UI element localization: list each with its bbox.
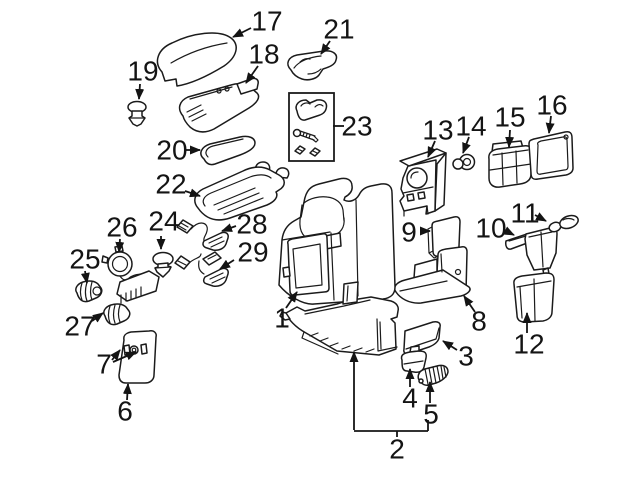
callout-arrow-6 xyxy=(122,383,132,401)
part-outlet-plug-25 xyxy=(75,280,103,303)
callout-number-28: 28 xyxy=(236,209,267,240)
callout-number-25: 25 xyxy=(69,244,100,275)
callout-number-19: 19 xyxy=(127,56,158,87)
part-console-body-1 xyxy=(278,177,396,305)
callout-arrow-16 xyxy=(545,115,555,134)
part-harness-28 xyxy=(176,219,229,251)
part-pocket-15 xyxy=(488,140,533,188)
callout-arrow-10 xyxy=(503,226,515,236)
callout-number-18: 18 xyxy=(248,39,279,70)
callout-arrow-21 xyxy=(320,40,331,55)
callout-number-21: 21 xyxy=(323,14,354,45)
callout-number-10: 10 xyxy=(475,213,506,244)
part-floor-bracket-8 xyxy=(393,246,471,304)
part-fastener-7c xyxy=(140,343,148,355)
part-armrest-base xyxy=(178,77,260,133)
callout-number-8: 8 xyxy=(471,306,487,337)
callout-arrow-26 xyxy=(115,238,125,253)
callout-number-12: 12 xyxy=(513,329,544,360)
callout-number-14: 14 xyxy=(455,111,486,142)
callout-arrow-8 xyxy=(463,295,476,313)
part-push-pin-24 xyxy=(152,251,174,278)
callout-number-4: 4 xyxy=(402,383,418,414)
callout-number-24: 24 xyxy=(148,206,179,237)
callout-number-23: 23 xyxy=(341,111,372,142)
callout-arrow-22 xyxy=(184,188,201,198)
callout-number-1: 1 xyxy=(274,303,290,334)
callout-number-22: 22 xyxy=(155,169,186,200)
callout-arrow-18 xyxy=(245,65,259,84)
callout-number-29: 29 xyxy=(237,237,268,268)
callout-number-9: 9 xyxy=(401,217,417,248)
callout-number-26: 26 xyxy=(106,212,137,243)
callout-number-7: 7 xyxy=(96,349,112,380)
part-small-tray-4 xyxy=(400,345,427,373)
callout-number-13: 13 xyxy=(422,115,453,146)
part-hinge-cap-21 xyxy=(287,50,338,81)
callout-arrow-14 xyxy=(462,136,471,154)
callout-arrow-13 xyxy=(427,140,437,158)
part-knob-14 xyxy=(452,153,476,171)
part-plate-6 xyxy=(118,330,157,384)
part-base-plate-2 xyxy=(279,281,399,356)
callout-number-15: 15 xyxy=(494,102,525,133)
callout-arrow-27 xyxy=(91,312,104,323)
part-rear-bracket-13 xyxy=(399,148,447,217)
callout-number-11: 11 xyxy=(510,198,539,229)
part-bin-12 xyxy=(513,272,555,323)
callout-arrow-1 xyxy=(285,291,298,309)
part-outlet-plug-27 xyxy=(103,303,131,326)
callout-arrow-25 xyxy=(80,270,90,284)
callout-number-2: 2 xyxy=(389,434,405,465)
callout-arrow-3 xyxy=(442,340,458,351)
callout-arrow-28 xyxy=(221,223,237,232)
callout-arrow-17 xyxy=(232,27,252,38)
part-armrest-lid xyxy=(156,32,237,87)
callout-number-16: 16 xyxy=(536,90,567,121)
part-pad-20 xyxy=(200,135,256,166)
callout-number-6: 6 xyxy=(117,396,133,427)
part-tray-22 xyxy=(194,161,290,221)
callout-number-27: 27 xyxy=(64,311,95,342)
callout-arrow-7 xyxy=(110,349,121,361)
callout-arrow-15 xyxy=(505,129,515,148)
callout-arrow-29 xyxy=(219,259,235,270)
part-outlet-assembly-26 xyxy=(101,245,160,304)
callout-number-17: 17 xyxy=(251,6,282,37)
part-bezel-16 xyxy=(528,131,574,180)
callout-arrow-19 xyxy=(135,83,145,100)
callout-number-20: 20 xyxy=(156,135,187,166)
callout-number-3: 3 xyxy=(458,341,474,372)
part-strip-3 xyxy=(403,321,441,355)
part-harness-29 xyxy=(174,251,229,287)
callout-arrow-7 xyxy=(112,351,137,363)
part-hinge-kit-23 xyxy=(288,92,335,162)
part-stopper-11 xyxy=(548,214,579,233)
part-push-pin-19 xyxy=(127,100,147,127)
callout-number-5: 5 xyxy=(423,399,439,430)
part-fastener-7a xyxy=(123,344,131,356)
callout-arrow-11 xyxy=(534,212,547,222)
